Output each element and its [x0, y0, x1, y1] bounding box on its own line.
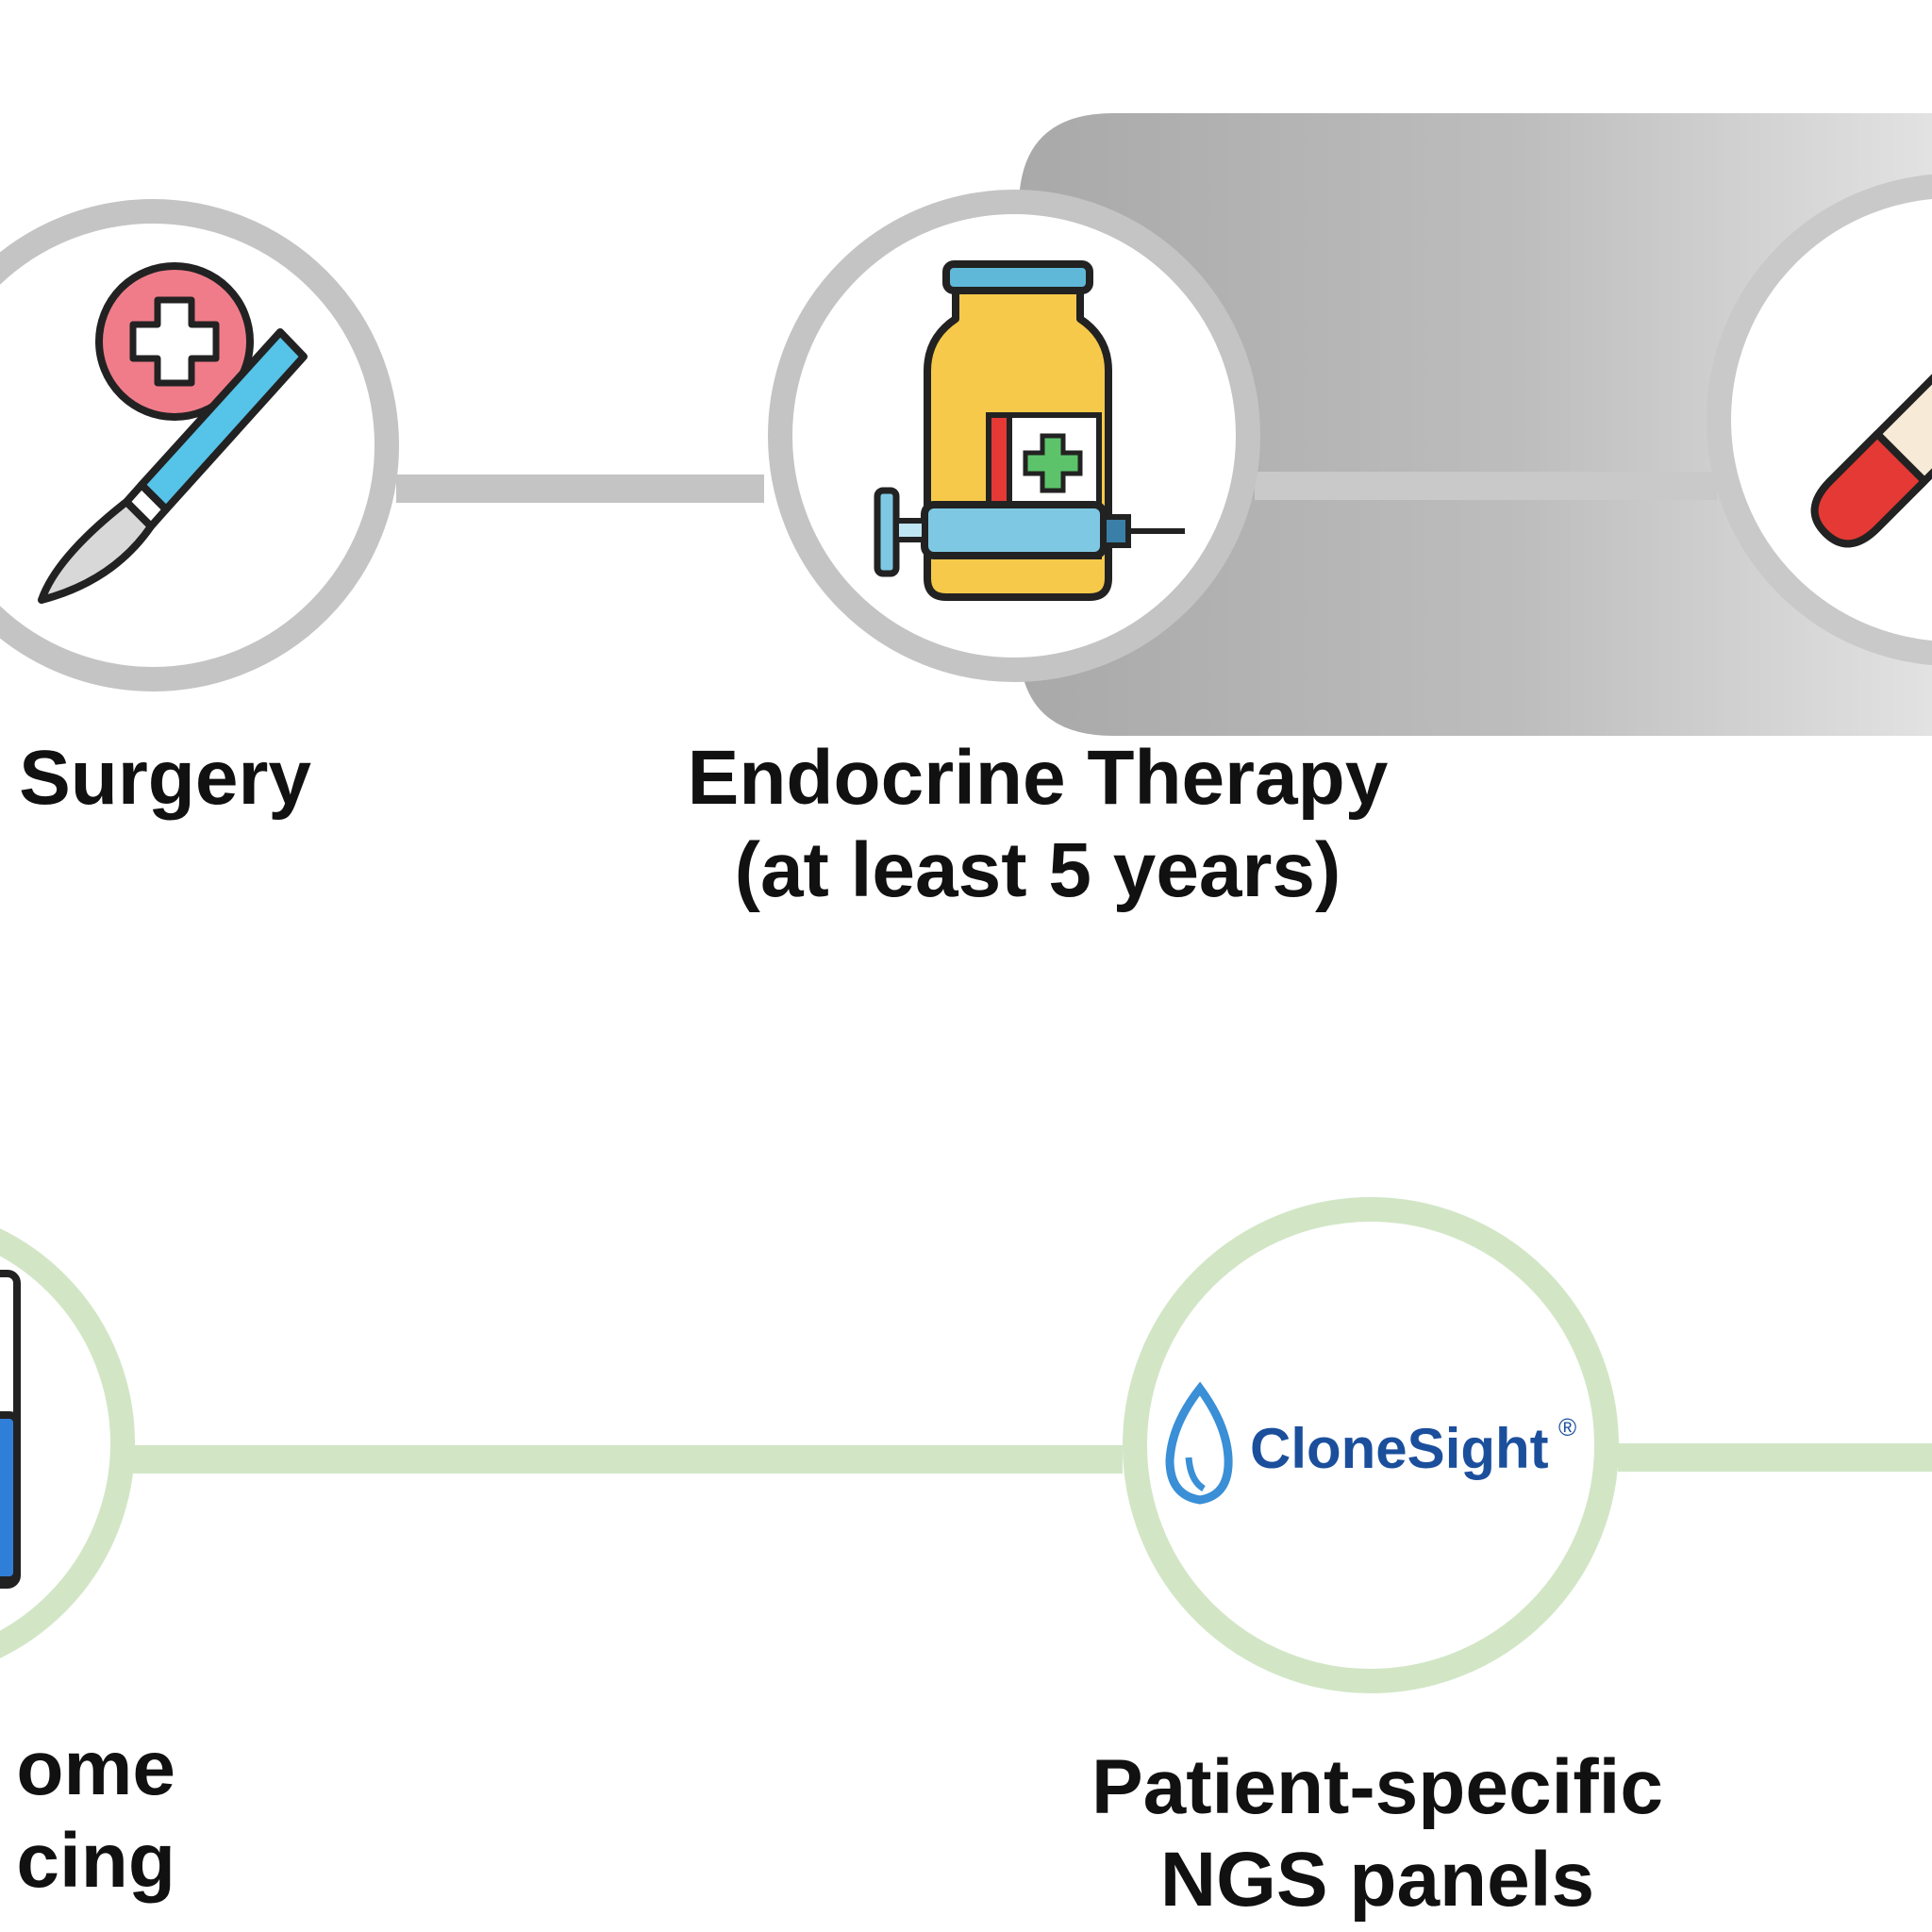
- logo-registered-mark: ®: [1558, 1413, 1576, 1441]
- sequencing-node: [0, 1228, 135, 1658]
- test-tube-icon: [1810, 374, 1932, 548]
- surgery-node: [0, 199, 399, 691]
- endocrine-therapy-node: [768, 190, 1260, 682]
- clonesight-logo: CloneSight: [1250, 1417, 1549, 1480]
- endocrine-therapy-label: Endocrine Therapy (at least 5 years): [687, 735, 1389, 914]
- ngs-panel-node: CloneSight ®: [1123, 1197, 1619, 1693]
- sequencing-cartridge-icon: [0, 1270, 21, 1589]
- sequencing-label: ome cing: [16, 1725, 175, 1905]
- treatment-period-band: [1019, 113, 1932, 736]
- syringe-icon: [874, 487, 1185, 577]
- scalpel-icon: [38, 328, 308, 604]
- water-drop-icon: [1165, 1381, 1233, 1505]
- medical-cross-icon: [95, 262, 254, 421]
- ngs-panels-label: Patient-specific NGS panels: [1091, 1744, 1664, 1924]
- surgery-label: Surgery: [19, 735, 311, 821]
- next-step-node: [1707, 174, 1932, 666]
